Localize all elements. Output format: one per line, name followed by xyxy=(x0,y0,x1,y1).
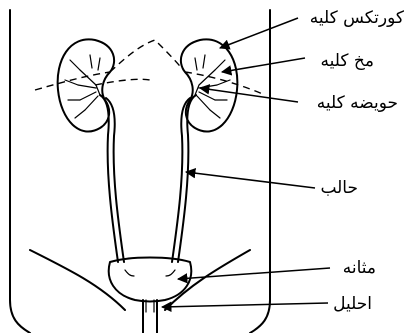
arrow-renal-cortex xyxy=(220,18,298,48)
label-renal-cortex: کورتکس کلیه xyxy=(310,8,405,28)
arrow-bladder xyxy=(178,268,330,279)
label-renal-pelvis: حویضه کلیه xyxy=(317,93,398,113)
arrow-urethra xyxy=(162,303,328,307)
label-urethra: احلیل xyxy=(333,294,372,314)
left-ureter xyxy=(100,95,124,262)
right-ureter xyxy=(172,95,196,262)
urethra xyxy=(143,300,157,333)
body-outline xyxy=(10,10,270,333)
label-renal-medulla: مخ کلیه xyxy=(321,51,374,71)
label-ureter: حالب xyxy=(320,178,358,198)
label-bladder: مثانه xyxy=(343,258,376,278)
right-kidney xyxy=(181,39,237,131)
left-kidney xyxy=(58,39,114,131)
arrow-ureter xyxy=(186,172,315,188)
